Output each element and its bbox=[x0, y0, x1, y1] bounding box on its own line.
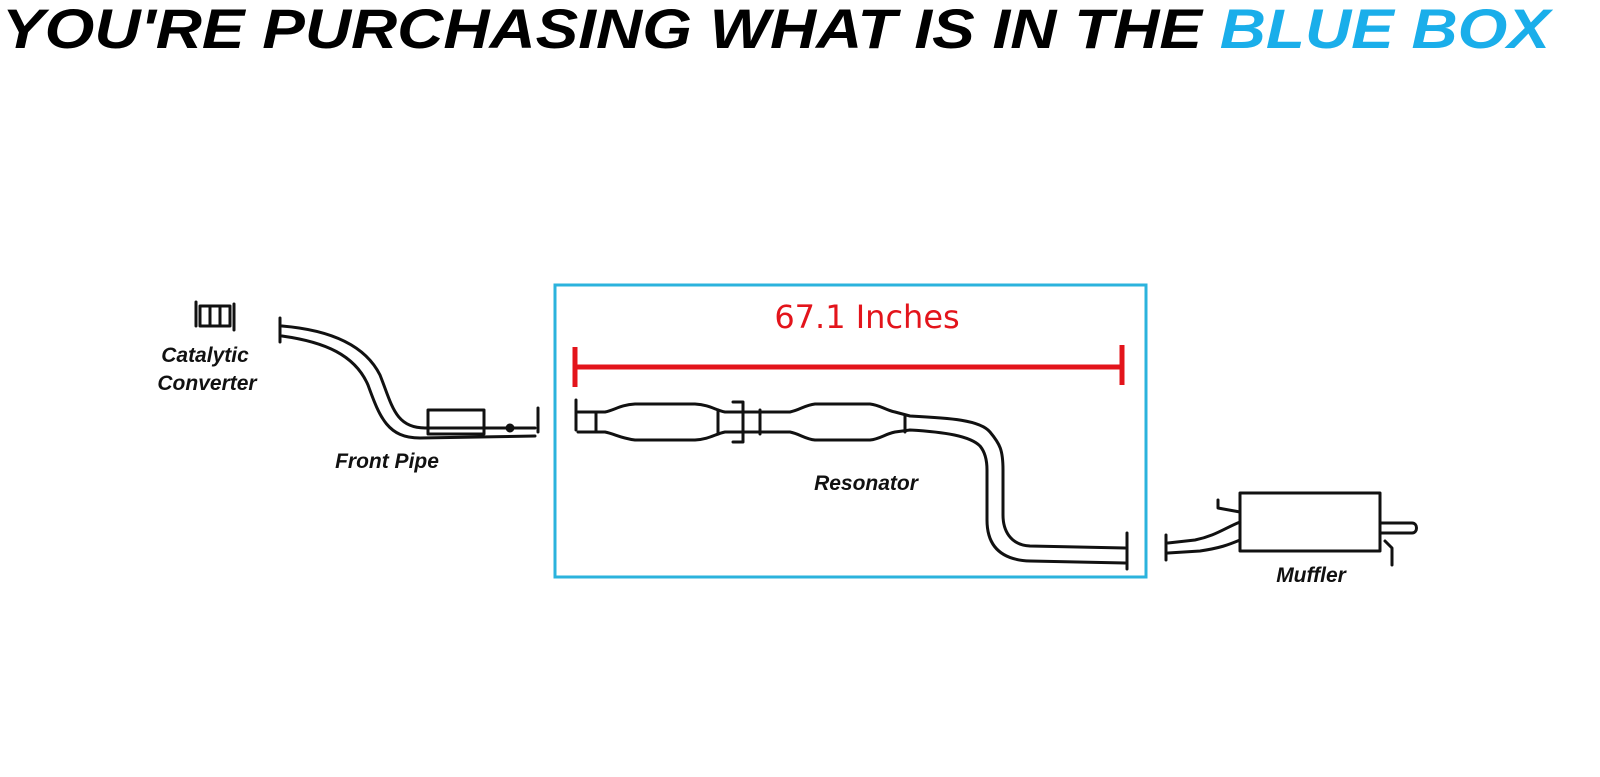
measurement-bar bbox=[572, 345, 1125, 387]
front-pipe-label: Front Pipe bbox=[335, 450, 439, 473]
muffler-drawing bbox=[1164, 491, 1418, 567]
measurement-label: 67.1 Inches bbox=[774, 298, 959, 336]
purchase-box bbox=[553, 283, 1148, 579]
resonator-drawing bbox=[574, 398, 1129, 571]
front-pipe-drawing bbox=[278, 316, 540, 440]
catalytic-converter-label-2: Converter bbox=[157, 372, 258, 395]
resonator-label: Resonator bbox=[814, 472, 920, 495]
muffler-label: Muffler bbox=[1276, 564, 1347, 587]
catalytic-converter-drawing bbox=[194, 300, 236, 332]
title-highlight: BLUE BOX bbox=[1220, 0, 1554, 60]
title-prefix: YOU'RE PURCHASING WHAT IS IN THE bbox=[2, 0, 1220, 60]
page-title: YOU'RE PURCHASING WHAT IS IN THE BLUE BO… bbox=[2, 0, 1554, 60]
catalytic-converter-label-1: Catalytic bbox=[161, 344, 249, 367]
